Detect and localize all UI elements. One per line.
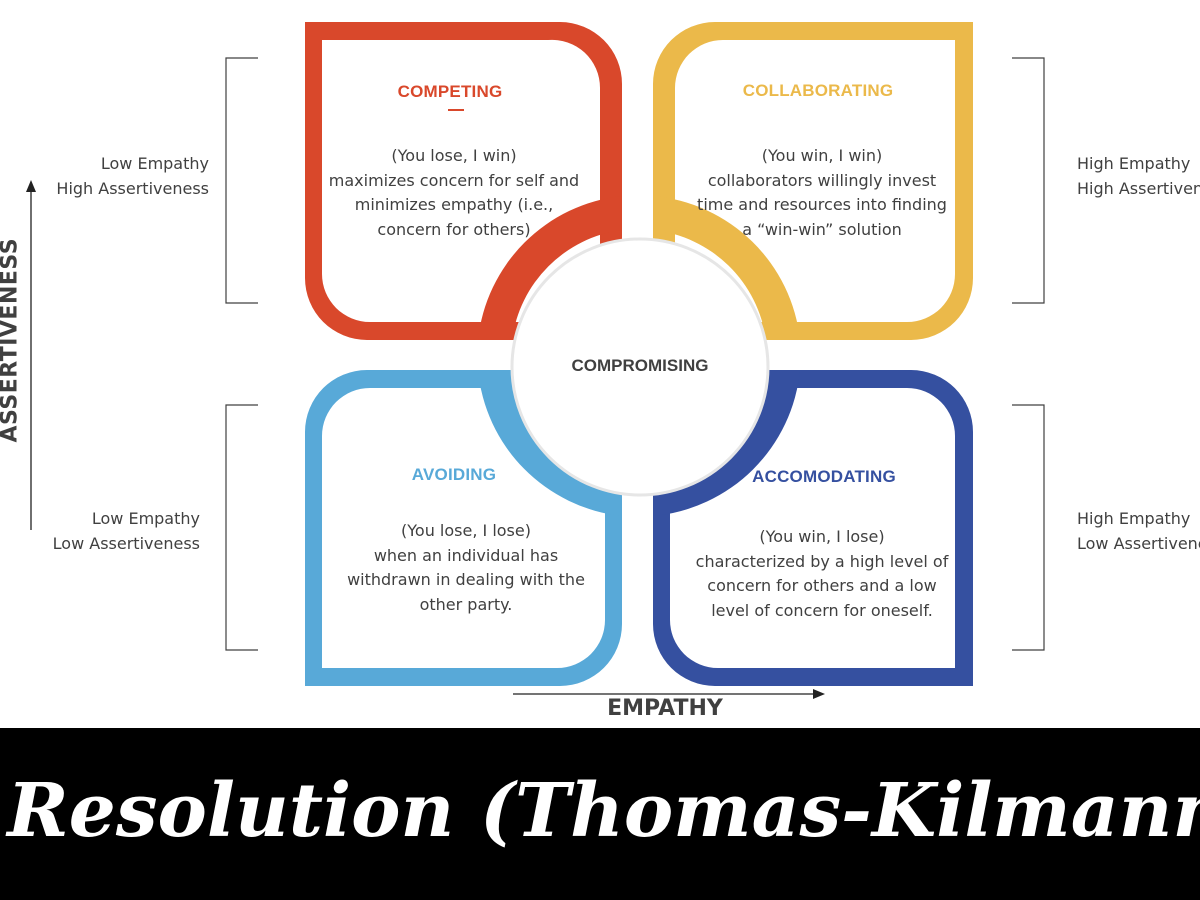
ring-segment-competing xyxy=(478,196,622,340)
avoiding-description: (You lose, I lose) when an individual ha… xyxy=(347,521,585,614)
side-label-top-right-line1: High Empathy xyxy=(1077,154,1191,173)
bracket-bottom-left xyxy=(225,404,258,651)
competing-description: (You lose, I win) maximizes concern for … xyxy=(328,146,580,239)
side-label-top-right: High Empathy High Assertiveness xyxy=(1077,152,1200,201)
bracket-top-left xyxy=(225,57,258,304)
accommodating-title: ACCOMODATING xyxy=(752,467,896,486)
side-label-bottom-left-line2: Low Assertiveness xyxy=(52,533,200,553)
competing-title: COMPETING xyxy=(397,82,503,101)
bracket-top-right xyxy=(1012,57,1045,304)
conflict-diagram: COMPETING COLLABORATING AVOIDING ACCOMOD… xyxy=(0,22,1200,721)
side-label-top-left-line2: High Assertiveness xyxy=(56,178,209,198)
title-banner: Conflict Resolution (Thomas-Kilmann mode… xyxy=(0,728,1200,900)
collaborating-title: COLLABORATING xyxy=(742,81,894,100)
assertiveness-axis-label: ASSERTIVENESS xyxy=(0,237,23,443)
banner-title: Conflict Resolution (Thomas-Kilmann mode… xyxy=(0,768,1200,854)
empathy-axis-label: EMPATHY xyxy=(607,696,723,721)
side-label-top-left: Low Empathy High Assertiveness xyxy=(9,152,209,201)
side-label-bottom-right: High Empathy Low Assertiveness xyxy=(1077,507,1200,556)
side-label-bottom-right-line2: Low Assertiveness xyxy=(1077,533,1200,553)
accommodating-description: (You win, I lose) characterized by a hig… xyxy=(695,527,949,620)
accommodating-frame xyxy=(653,370,973,686)
competing-frame xyxy=(305,22,622,340)
side-label-top-left-line1: Low Empathy xyxy=(100,154,209,173)
y-axis-arrowhead xyxy=(26,180,36,192)
bracket-bottom-right xyxy=(1012,404,1045,651)
side-label-bottom-left-line1: Low Empathy xyxy=(91,509,200,528)
side-label-bottom-left: Low Empathy Low Assertiveness xyxy=(0,507,200,556)
collaborating-description: (You win, I win) collaborators willingly… xyxy=(697,146,947,239)
diagram-shapes xyxy=(26,22,1045,699)
center-circle xyxy=(510,237,770,497)
side-label-bottom-right-line1: High Empathy xyxy=(1077,509,1191,528)
compromising-label: COMPROMISING xyxy=(571,356,709,375)
ring-segment-collaborating xyxy=(653,196,800,340)
collaborating-frame xyxy=(653,22,973,340)
avoiding-title: AVOIDING xyxy=(411,465,497,484)
side-label-top-right-line2: High Assertiveness xyxy=(1077,178,1200,198)
x-axis-arrowhead xyxy=(813,689,825,699)
